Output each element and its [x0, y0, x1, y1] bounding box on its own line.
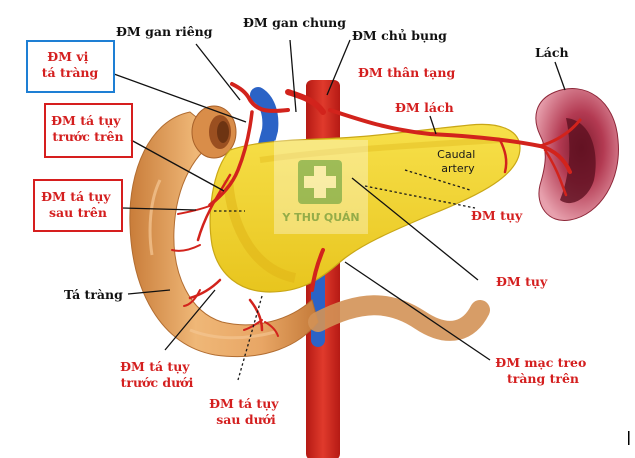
label-dm-ta-tuy-truoc-duoi: ĐM tá tụy trước dưới: [120, 359, 194, 390]
highlight-box-dm-ta-tuy-sau-tren: [33, 179, 123, 232]
text-cursor: [628, 431, 630, 445]
dotted-leaders: [214, 169, 476, 381]
label-dm-ta-tuy-truoc-tren: ĐM tá tụy trước trên: [51, 113, 125, 144]
label-ta-trang: Tá tràng: [64, 287, 123, 302]
label-dm-ta-tuy-sau-tren: ĐM tá tụy sau trên: [41, 189, 115, 220]
label-dm-ta-tuy-sau-duoi: ĐM tá tụy sau dưới: [209, 396, 283, 427]
arteries: [171, 82, 582, 337]
label-dm-than-tang: ĐM thân tạng: [358, 65, 455, 80]
label-dm-tuy-1: ĐM tụy: [471, 208, 523, 223]
watermark: Y THƯ QUÁN: [274, 140, 368, 234]
label-caudal-artery: Caudal artery: [437, 148, 479, 175]
label-dm-chu-bung: ĐM chủ bụng: [352, 28, 447, 43]
label-dm-gan-rieng: ĐM gan riêng: [116, 24, 213, 39]
label-dm-gan-chung: ĐM gan chung: [243, 15, 346, 30]
highlight-box-dm-vi-ta-trang: [26, 40, 115, 93]
label-dm-vi-ta-trang: ĐM vị tá tràng: [42, 49, 99, 80]
spleen: [535, 88, 619, 222]
label-dm-tuy-2: ĐM tụy: [496, 274, 548, 289]
highlight-box-dm-ta-tuy-truoc-tren: [44, 103, 133, 158]
pancreas: [209, 123, 521, 293]
label-dm-lach: ĐM lách: [395, 100, 454, 115]
leader-lines: [113, 39, 566, 361]
duodenum: [129, 105, 490, 358]
label-dm-mac-treo-trang-tren: ĐM mạc treo tràng trên: [495, 355, 590, 386]
label-lach: Lách: [535, 45, 569, 60]
watermark-text: Y THƯ QUÁN: [281, 211, 359, 224]
